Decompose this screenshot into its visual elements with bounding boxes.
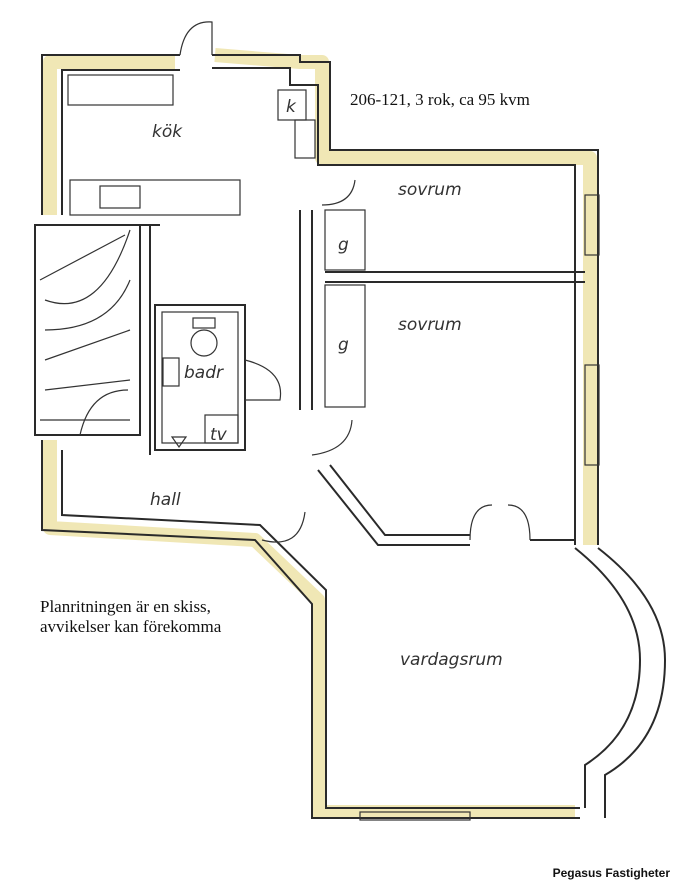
room-label-hall: hall [150, 490, 181, 510]
disclaimer: Planritningen är en skiss, avvikelser ka… [40, 597, 221, 637]
room-label-bedroom1: sovrum [398, 180, 462, 200]
disclaimer-line2: avvikelser kan förekomma [40, 617, 222, 636]
brand-logo-text: Pegasus Fastigheter [552, 866, 670, 880]
listing-info: 206-121, 3 rok, ca 95 kvm [350, 90, 530, 109]
exterior-wall-highlight [43, 48, 597, 819]
walls [34, 21, 667, 821]
wardrobe-label: g [338, 235, 349, 255]
room-label-tv: tv [210, 425, 228, 445]
wardrobe-label: g [338, 335, 349, 355]
disclaimer-line1: Planritningen är en skiss, [40, 597, 211, 616]
fridge-label: k [286, 97, 297, 117]
room-label-living: vardagsrum [400, 650, 503, 670]
room-label-kitchen: kök [152, 122, 183, 142]
room-label-bedroom2: sovrum [398, 315, 462, 335]
room-label-bathroom: badr [184, 363, 224, 383]
